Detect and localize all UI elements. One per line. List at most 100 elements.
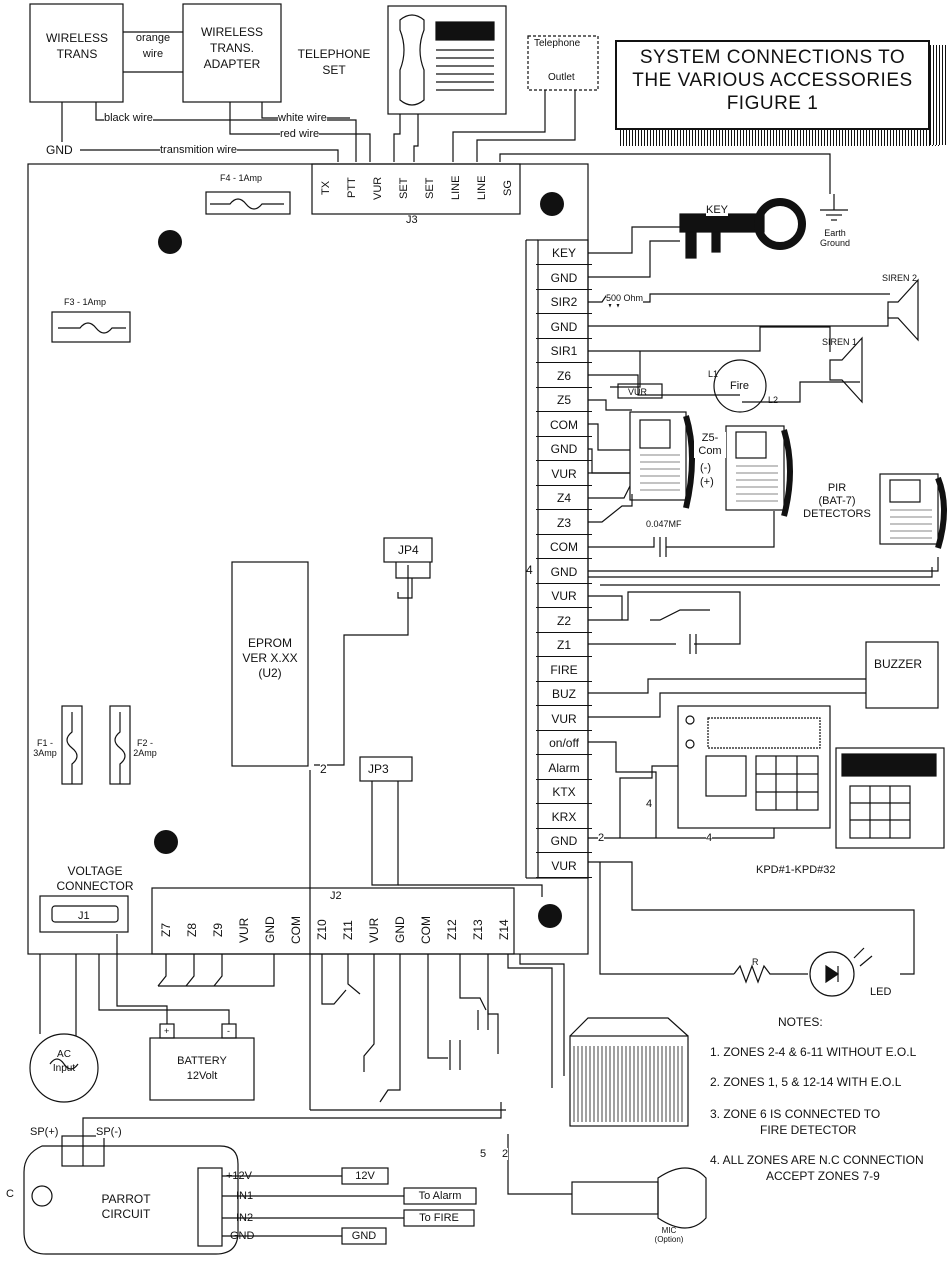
battery-label: BATTERY 12Volt bbox=[177, 1055, 227, 1082]
battery-plus-label: + bbox=[164, 1026, 170, 1036]
wireless-trans-label: WIRELESS TRANS bbox=[45, 31, 108, 61]
mount-hole bbox=[158, 230, 182, 254]
orange-wire-label: orange wire bbox=[135, 32, 171, 60]
terminal-gnd: GND bbox=[536, 266, 592, 290]
j3-pin: PTT bbox=[346, 177, 358, 199]
ac-input-label: AC Input bbox=[52, 1049, 76, 1074]
minus-label: (-) bbox=[700, 462, 711, 474]
fire-label: Fire bbox=[730, 380, 749, 392]
j2-pin: Z8 bbox=[185, 923, 199, 938]
mount-hole bbox=[154, 830, 178, 854]
vur-detector-label: VUR bbox=[628, 387, 648, 397]
j3-pin: LINE bbox=[476, 175, 488, 201]
j2-pin: GND bbox=[263, 916, 277, 944]
j2-pin: Z10 bbox=[315, 919, 329, 941]
mount-hole bbox=[538, 904, 562, 928]
mount-hole bbox=[540, 192, 564, 216]
l2-label: L2 bbox=[768, 395, 779, 405]
black-wire-label: black wire bbox=[104, 112, 153, 124]
j3-pin: SET bbox=[398, 177, 410, 199]
red-wire-label: red wire bbox=[280, 128, 320, 140]
fuse-f4-label: F4 - 1Amp bbox=[220, 173, 263, 183]
terminal-sir2: SIR2 bbox=[536, 290, 592, 314]
parrot-in2-pin: IN2 bbox=[236, 1212, 254, 1224]
terminal-alarm: Alarm bbox=[536, 756, 592, 780]
telephone-set-box bbox=[387, 5, 507, 115]
terminal-vur: VUR bbox=[536, 584, 592, 608]
terminal-vur: VUR bbox=[536, 707, 592, 731]
telephone-set-label: TELEPHONE SET bbox=[297, 47, 371, 77]
j3-pin: TX bbox=[320, 180, 332, 196]
to-alarm-label: To Alarm bbox=[418, 1190, 462, 1202]
white-wire-label: white wire bbox=[278, 112, 327, 124]
terminal-fire: FIRE bbox=[536, 658, 592, 682]
terminal-onoff: on/off bbox=[536, 731, 592, 755]
terminal-z5: Z5 bbox=[536, 388, 592, 412]
terminal-ktx: KTX bbox=[536, 780, 592, 804]
terminal-gnd: GND bbox=[536, 315, 592, 339]
z5-com-label: Z5- Com bbox=[694, 432, 726, 458]
keypad-wire-count: 4 bbox=[706, 832, 713, 844]
wireless-adapter-label: WIRELESS TRANS. ADAPTER bbox=[200, 25, 263, 71]
siren2-label: SIREN 2 bbox=[882, 273, 918, 283]
j2-pin: VUR bbox=[237, 917, 251, 943]
parrot-circuit-label: PARROT CIRCUIT bbox=[101, 1192, 151, 1221]
wire-count-5: 5 bbox=[480, 1148, 487, 1160]
note-3: 3. ZONE 6 IS CONNECTED TO bbox=[710, 1107, 881, 1121]
plus-label: (+) bbox=[700, 476, 714, 488]
sp-minus-label: SP(-) bbox=[96, 1126, 122, 1138]
terminal-z3: Z3 bbox=[536, 511, 592, 535]
terminal-buz: BUZ bbox=[536, 682, 592, 706]
j2-pin: VUR bbox=[367, 917, 381, 943]
terminal-vur: VUR bbox=[536, 854, 592, 878]
pir-detectors-label: PIR (BAT-7) DETECTORS bbox=[803, 482, 871, 520]
eprom-label: EPROM VER X.XX (U2) bbox=[242, 636, 298, 680]
wire-count-2: 2 bbox=[320, 762, 327, 776]
sp-plus-label: SP(+) bbox=[30, 1126, 59, 1138]
j2-pin: Z11 bbox=[341, 920, 355, 940]
to-12v-label: 12V bbox=[355, 1170, 375, 1182]
j3-pin: SG bbox=[502, 180, 514, 196]
parrot-gnd-pin: GND bbox=[230, 1230, 255, 1242]
voltage-connector-label: VOLTAGE CONNECTOR bbox=[56, 864, 134, 893]
j2-pin: Z7 bbox=[159, 923, 173, 938]
terminal-z2: Z2 bbox=[536, 609, 592, 633]
terminal-z1: Z1 bbox=[536, 633, 592, 657]
note-4-cont: ACCEPT ZONES 7-9 bbox=[766, 1169, 880, 1183]
note-4: 4. ALL ZONES ARE N.C CONNECTION bbox=[710, 1153, 924, 1167]
j3-pin: VUR bbox=[372, 176, 384, 200]
j2-pin: GND bbox=[393, 916, 407, 944]
telephone-outlet-label: Telephone bbox=[534, 38, 581, 49]
note-3-cont: FIRE DETECTOR bbox=[760, 1123, 857, 1137]
note-2: 2. ZONES 1, 5 & 12-14 WITH E.O.L bbox=[710, 1075, 902, 1089]
j2-pin: COM bbox=[289, 916, 303, 944]
fuse-f1-label: F1 - 3Amp bbox=[33, 738, 57, 758]
title-shadow bbox=[620, 130, 940, 146]
jp3-label: JP3 bbox=[368, 762, 389, 776]
j2-label: J2 bbox=[330, 890, 342, 902]
jp4-label: JP4 bbox=[398, 543, 419, 557]
fuse-f3-label: F3 - 1Amp bbox=[64, 297, 107, 307]
j2-pin: Z14 bbox=[497, 919, 511, 941]
wireless-adapter-box bbox=[182, 3, 282, 103]
terminal-z4: Z4 bbox=[536, 486, 592, 510]
diagram-title: SYSTEM CONNECTIONS TO THE VARIOUS ACCESS… bbox=[615, 40, 930, 130]
title-shadow-right bbox=[930, 45, 946, 145]
c-label: C bbox=[6, 1188, 14, 1200]
capacitor-label: 0.047MF bbox=[646, 519, 682, 529]
keypad-wire-count: 2 bbox=[598, 832, 605, 844]
wireless-trans-box bbox=[29, 3, 124, 103]
terminal-vur: VUR bbox=[536, 462, 592, 486]
j3-pin: SET bbox=[424, 177, 436, 199]
wire-count-2b: 2 bbox=[502, 1148, 509, 1160]
fuse-f2-label: F2 - 2Amp bbox=[133, 738, 157, 758]
terminal-com: COM bbox=[536, 535, 592, 559]
j2-pin: COM bbox=[419, 916, 433, 944]
led-label: LED bbox=[870, 986, 892, 998]
j2-pin: Z9 bbox=[211, 923, 225, 938]
key-label: KEY bbox=[706, 204, 729, 216]
terminal-gnd: GND bbox=[536, 560, 592, 584]
resistor-r-label: R bbox=[752, 957, 759, 967]
main-board bbox=[27, 163, 589, 955]
